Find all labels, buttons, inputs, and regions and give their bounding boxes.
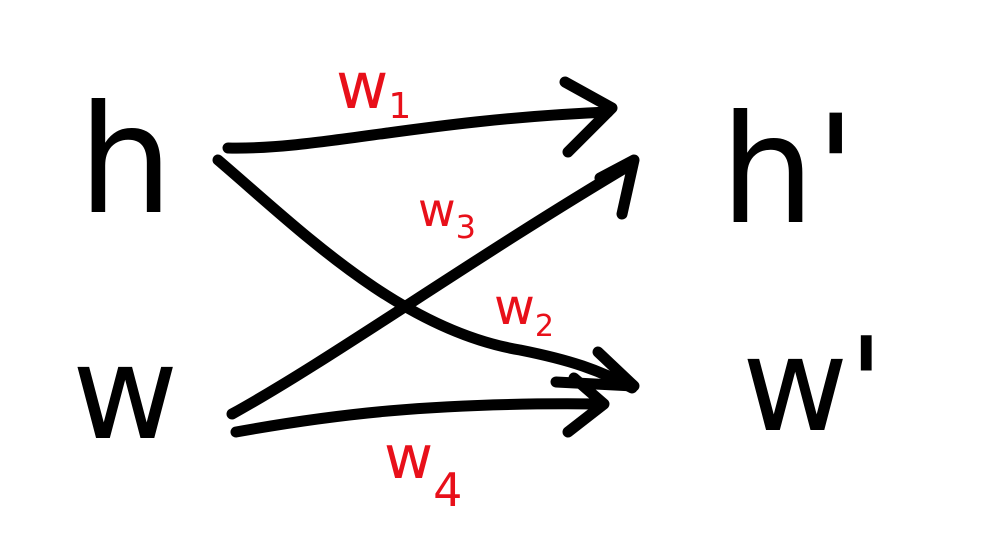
- weight-w1-subscript: 1: [388, 86, 411, 127]
- weight-w3-subscript: 3: [456, 208, 476, 246]
- weight-w2-label: w2: [494, 278, 554, 344]
- weight-w4-label: w4: [384, 423, 462, 517]
- node-h-prime-label: h': [720, 84, 856, 258]
- node-w-prime-label: w': [742, 309, 884, 461]
- weight-w3-symbol: w: [418, 183, 456, 237]
- node-h-label: h: [78, 74, 173, 248]
- edge-w-to-w-prime: [230, 398, 606, 438]
- weight-w2-subscript: 2: [535, 309, 554, 344]
- weight-w1-symbol: w: [336, 50, 388, 124]
- arrowhead-h-prime-from-h: [559, 76, 618, 158]
- weight-w1-label: w1: [336, 50, 411, 127]
- weight-w2-symbol: w: [494, 278, 535, 336]
- edge-h-to-w-prime: [212, 154, 638, 394]
- weight-w4-symbol: w: [384, 423, 433, 493]
- edge-h-to-h-prime: [222, 106, 614, 154]
- edge-w-to-h-prime: [226, 159, 636, 420]
- weight-w3-label: w3: [418, 183, 476, 246]
- arrowhead-h-prime-from-w: [594, 154, 640, 220]
- arrowhead-w-prime-from-w: [562, 372, 610, 438]
- weight-w4-subscript: 4: [433, 463, 462, 517]
- node-w-label: w: [72, 317, 178, 469]
